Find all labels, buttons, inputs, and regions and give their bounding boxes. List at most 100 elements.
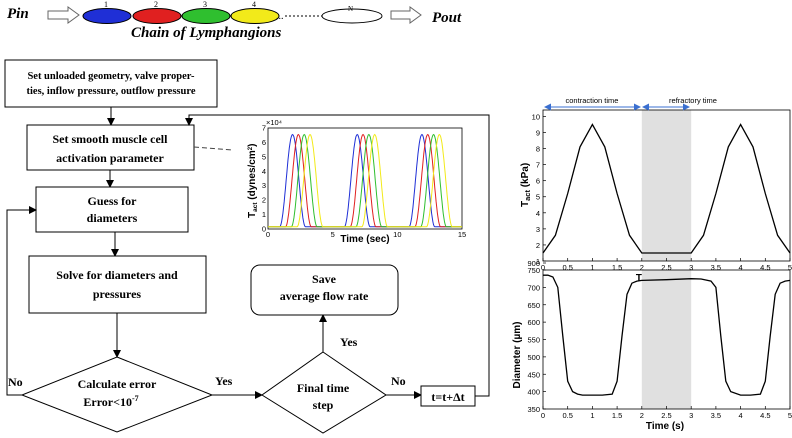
lymphangion-2 — [132, 8, 182, 24]
y-tick-label: 700 — [527, 283, 540, 292]
yes-mid-label: Yes — [215, 374, 233, 388]
inset-x-tick-label: 10 — [393, 230, 401, 239]
setup-line-1: Set unloaded geometry, valve proper- — [27, 71, 195, 82]
tact-shade — [641, 110, 692, 261]
solve-line-1: Solve for diameters and — [56, 268, 178, 282]
x-tick-label: 4 — [739, 411, 743, 420]
final-time-diamond — [261, 351, 387, 434]
x-tick-label: 1 — [590, 263, 594, 272]
flowchart: Set unloaded geometry, valve proper- tie… — [4, 59, 490, 434]
calc-line-2: Error<10-7 — [83, 394, 138, 409]
inset-y-tick-label: 3 — [262, 181, 266, 190]
setup-line-2: ties, inflow pressure, outflow pressure — [27, 86, 196, 97]
x-tick-label: 3.5 — [711, 411, 721, 420]
increment-label: t=t+Δt — [431, 390, 464, 404]
lymphangion-chain: Pin ... 1 2 3 4 N Pout Chain of Lymphang… — [7, 0, 462, 41]
x-tick-label: 0.5 — [562, 263, 572, 272]
diameter-shade — [641, 270, 692, 409]
lymphangion-1 — [82, 8, 132, 24]
inset-ylabel-sub: act — [252, 202, 259, 212]
y-tick-label: 9 — [536, 128, 540, 137]
inset-y-tick-label: 4 — [262, 167, 266, 176]
y-tick-label: 8 — [536, 145, 540, 154]
inset-x-tick-label: 0 — [266, 230, 270, 239]
lymphangion-4 — [230, 8, 280, 24]
calc-line-1: Calculate error — [78, 377, 157, 391]
lymphangion-n — [321, 8, 383, 24]
activation-line-2: activation parameter — [56, 151, 164, 165]
y-tick-label: 2 — [536, 241, 540, 250]
setup-box — [4, 59, 218, 108]
inset-exponent: ×10⁴ — [266, 118, 282, 127]
diameter-xlabel: Time (s) — [646, 421, 684, 432]
x-tick-label: 0 — [541, 411, 545, 420]
guess-box — [35, 186, 189, 233]
x-tick-label: 2 — [640, 411, 644, 420]
inset-ylabel-rest: (dynes/cm — [247, 150, 258, 202]
y-tick-label: 750 — [527, 266, 540, 275]
arrow-increment-loop — [185, 114, 490, 397]
y-tick-label: 6 — [536, 177, 540, 186]
save-line-1: Save — [312, 272, 337, 286]
inset-y-tick-label: 1 — [262, 210, 266, 219]
inset-connector — [193, 146, 233, 151]
no-right-label: No — [391, 374, 406, 388]
inset-ylabel: Tact (dynes/cm2) — [247, 144, 259, 218]
chain-number-2: 2 — [154, 0, 158, 9]
solve-line-2: pressures — [93, 287, 142, 301]
y-tick-label: 900 — [527, 259, 540, 268]
y-tick-label: 3 — [536, 225, 540, 234]
diameter-ylabel: Diameter (µm) — [512, 322, 523, 389]
inset-ylabel-sup: 2 — [248, 146, 254, 150]
inset-y-tick-label: 2 — [262, 196, 266, 205]
inset-y-tick-label: 6 — [262, 138, 266, 147]
calc-error-diamond — [20, 356, 214, 433]
y-tick-label: 5 — [536, 193, 540, 202]
x-tick-label: 5 — [788, 263, 792, 272]
x-tick-label: 1.5 — [612, 411, 622, 420]
inset-x-tick-label: 15 — [458, 230, 466, 239]
solve-box — [28, 255, 207, 314]
inset-wave-1 — [268, 133, 462, 228]
final-line-1: Final time — [297, 381, 350, 395]
no-left-label: No — [8, 375, 23, 389]
inset-wave-2 — [268, 133, 462, 228]
chain-number-n: N — [348, 5, 353, 13]
x-tick-label: 2.5 — [661, 263, 671, 272]
diameter-series-line — [543, 274, 791, 396]
y-tick-label: 4 — [536, 209, 540, 218]
save-box — [250, 264, 399, 316]
x-tick-label: 4 — [739, 263, 743, 272]
x-tick-label: 3 — [689, 411, 693, 420]
arrow-no-loop — [6, 206, 37, 396]
guess-line-2: diameters — [87, 211, 138, 225]
x-tick-label: 2.5 — [661, 411, 671, 420]
inset-y-tick-label: 0 — [262, 225, 266, 234]
pout-label: Pout — [432, 10, 462, 26]
chain-caption: Chain of Lymphangions — [131, 25, 281, 41]
y-tick-label: 10 — [532, 112, 540, 121]
activation-box — [26, 124, 195, 171]
x-tick-label: 2 — [640, 263, 644, 272]
inset-curves — [268, 133, 462, 228]
x-tick-label: 3 — [689, 263, 693, 272]
x-tick-label: 1 — [590, 411, 594, 420]
inflow-arrow-icon — [47, 6, 80, 24]
dots-label: ... — [276, 11, 284, 22]
calc-error-label: Error<10 — [83, 395, 132, 409]
calc-exponent: -7 — [132, 394, 139, 403]
lymphangion-3 — [181, 8, 231, 24]
chain-number-1: 1 — [104, 0, 108, 9]
x-tick-label: 4.5 — [760, 411, 770, 420]
y-tick-label: 500 — [527, 353, 540, 362]
guess-line-1: Guess for — [88, 194, 138, 208]
inset-wave-3 — [268, 133, 462, 228]
pin-label: Pin — [7, 6, 29, 22]
